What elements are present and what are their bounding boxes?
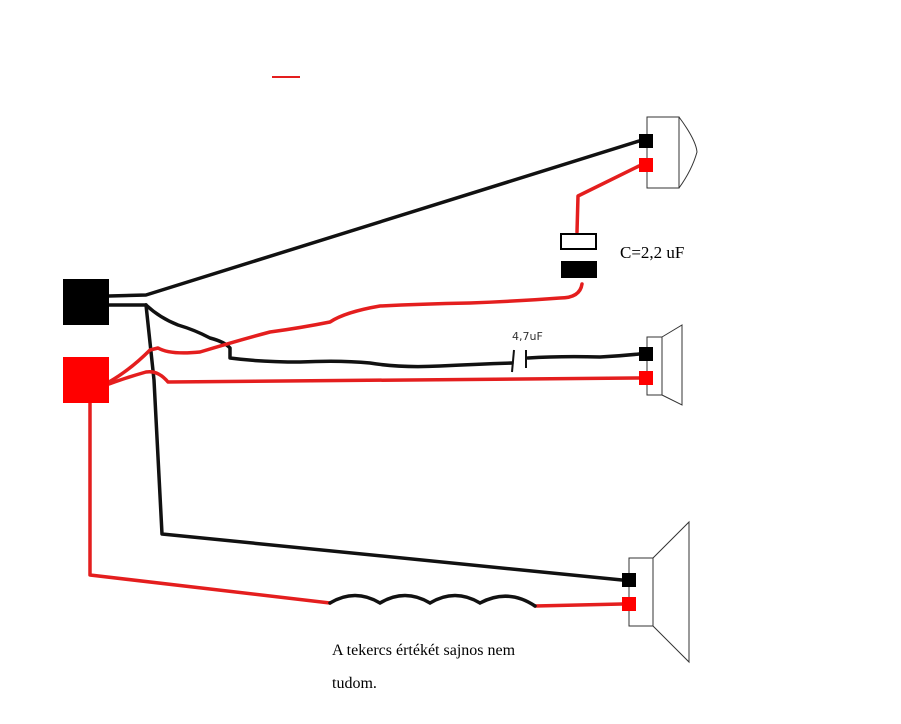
- coil-note-line-2: tudom.: [332, 675, 377, 692]
- wire-black-to-mid-cap: [144, 303, 514, 369]
- tweeter-capacitor-label: C=2,2 uF: [620, 243, 684, 262]
- coil-note-line-1: A tekercs értékét sajnos nem: [332, 642, 516, 659]
- wire-red-to-mid: [107, 369, 641, 386]
- wire-black-to-woofer: [144, 303, 624, 582]
- red-wires: [88, 164, 641, 608]
- wire-mid-cap-to-mid: [526, 352, 641, 360]
- tweeter-dome: [678, 116, 698, 189]
- mid-cap-plate-left: [511, 349, 515, 373]
- wire-coil-to-woofer: [533, 602, 624, 608]
- midrange-speaker: [639, 324, 683, 406]
- midrange-capacitor-label: 4,7uF: [512, 330, 543, 343]
- tweeter-speaker: [639, 116, 698, 189]
- tweeter-cap-plate-bottom: [561, 261, 597, 278]
- woofer-body: [628, 557, 654, 627]
- wire-black-to-tweeter: [107, 139, 641, 298]
- woofer-speaker: [622, 520, 690, 664]
- input-terminal-negative: [63, 279, 109, 325]
- woofer-cone: [652, 520, 690, 664]
- black-wires: [107, 139, 641, 582]
- tweeter-terminal-positive: [639, 158, 653, 172]
- tweeter-cap-plate-top: [560, 233, 597, 250]
- midrange-cone: [661, 324, 683, 406]
- woofer-coil: [328, 593, 537, 608]
- woofer-terminal-positive: [622, 597, 636, 611]
- wire-red-to-tweeter-cap: [107, 282, 584, 384]
- input-terminal-positive: [63, 357, 109, 403]
- woofer-terminal-negative: [622, 573, 636, 587]
- tweeter-terminal-negative: [639, 134, 653, 148]
- midrange-body: [646, 336, 663, 396]
- midrange-capacitor: [511, 349, 527, 373]
- wire-red-to-coil: [88, 400, 332, 605]
- midrange-terminal-negative: [639, 347, 653, 361]
- tweeter-capacitor: [560, 233, 597, 278]
- wire-tweeter-cap-to-tweeter: [575, 164, 641, 234]
- midrange-terminal-positive: [639, 371, 653, 385]
- tweeter-body: [646, 116, 680, 189]
